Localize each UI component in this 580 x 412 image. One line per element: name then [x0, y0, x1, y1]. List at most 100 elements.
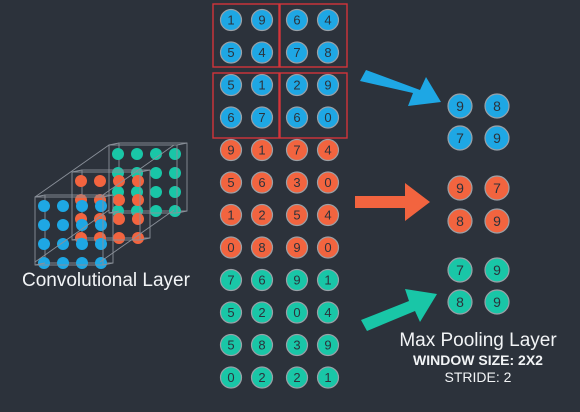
cube-dot [169, 148, 181, 160]
channel-1-cell-2-0-digit: 1 [227, 208, 234, 223]
cube-dot [131, 148, 143, 160]
cube-dot [38, 219, 50, 231]
channel-2-cell-2-2-digit: 3 [293, 338, 300, 353]
channel-1-cell-1-3-circle [316, 171, 340, 194]
channel-1-cell-3-1-circle [250, 236, 274, 259]
cube-outline-edge [99, 144, 175, 198]
pooled-1-0-1-circle [484, 175, 510, 201]
cube-dot [95, 238, 107, 250]
channel-0-cell-3-2-digit: 6 [293, 110, 300, 125]
arrow-blue [360, 70, 441, 106]
channel-0-cell-1-0-digit: 5 [227, 45, 234, 60]
cube-dot [150, 205, 162, 217]
channel-0-cell-0-3-digit: 4 [324, 13, 331, 28]
channel-0-cell-1-0-circle [219, 41, 243, 64]
channel-1-cell-0-2-digit: 7 [293, 143, 300, 158]
channel-2-cell-0-1-digit: 6 [258, 273, 265, 288]
channel-1-cell-0-3-digit: 4 [324, 143, 331, 158]
channel-2-cell-1-0-circle [219, 301, 243, 324]
cube-dot [113, 232, 125, 244]
channel-1-cell-0-0-digit: 9 [227, 143, 234, 158]
cube-depth-edge [139, 169, 151, 173]
channel-2-cell-2-1-digit: 8 [258, 338, 265, 353]
channel-2-cell-1-0-digit: 5 [227, 305, 234, 320]
cube-dot [57, 238, 69, 250]
pooled-1-1-1-circle [484, 208, 510, 234]
pooled-2-1-0-digit: 8 [456, 294, 464, 310]
cube-dot [57, 219, 69, 231]
channel-2-cell-2-0-digit: 5 [227, 338, 234, 353]
pooling-window-2 [212, 72, 280, 139]
channel-1-cell-2-1-circle [250, 203, 274, 227]
cube-dot [113, 213, 125, 225]
pooled-0-1-0-digit: 7 [456, 130, 464, 146]
pooled-0-0-1-circle [484, 93, 510, 119]
pooled-1-0-1-digit: 7 [493, 180, 501, 196]
channel-1-cell-0-3-circle [316, 138, 340, 162]
pooling-window-1 [279, 3, 348, 68]
channel-1-cell-1-0-circle [219, 171, 243, 194]
channel-0-cell-2-2-digit: 2 [293, 78, 300, 93]
pooled-1-1-0-digit: 8 [456, 213, 464, 229]
convolutional-cube [34, 142, 188, 269]
cube-dot [95, 257, 107, 269]
channel-1-cell-3-1-digit: 8 [258, 240, 265, 255]
channel-2-cell-2-1-circle [250, 333, 274, 357]
channel-2-cell-1-2-circle [285, 301, 309, 324]
cube-outline-edge [34, 144, 110, 198]
cube-dot [38, 238, 50, 250]
cube-dot [132, 194, 144, 206]
channel-2-cell-3-0-circle [219, 366, 243, 389]
channel-2-cell-3-3-digit: 1 [324, 370, 331, 385]
channel-1-cell-1-0-digit: 5 [227, 175, 234, 190]
pooled-2-0-1-digit: 9 [493, 262, 501, 278]
cube-dot [132, 213, 144, 225]
channel-0-cell-0-0-digit: 1 [227, 13, 234, 28]
channel-1-cell-3-0-digit: 0 [227, 240, 234, 255]
arrow-teal [361, 289, 437, 331]
channel-1-cell-1-2-circle [285, 171, 309, 194]
channel-2-cell-0-3-circle [316, 268, 340, 292]
cube-depth-edge [102, 194, 114, 198]
cube-dot [76, 200, 88, 212]
cube-dot [150, 167, 162, 179]
channel-0-cell-3-3-digit: 0 [324, 110, 331, 125]
cube-dot [76, 238, 88, 250]
channel-1-cell-2-2-circle [285, 203, 309, 227]
channel-1-cell-1-3-digit: 0 [324, 175, 331, 190]
channel-1-cell-1-1-digit: 6 [258, 175, 265, 190]
cube-dot [113, 194, 125, 206]
channel-1-cell-2-2-digit: 5 [293, 208, 300, 223]
cube-dot [95, 200, 107, 212]
channel-2-cell-3-2-digit: 2 [293, 370, 300, 385]
channel-1-cell-2-1-digit: 2 [258, 208, 265, 223]
channel-0-cell-3-3-circle [316, 106, 340, 129]
channel-0-cell-1-1-digit: 4 [258, 45, 265, 60]
pooled-1-0-0-circle [447, 175, 473, 201]
channel-2-cell-0-3-digit: 1 [324, 273, 331, 288]
window-size-label: WINDOW SIZE: 2X2 [413, 352, 543, 369]
channel-1-cell-0-2-circle [285, 138, 309, 162]
pooling-window-0 [212, 3, 280, 68]
cube-dot [95, 219, 107, 231]
arrows [355, 70, 441, 331]
pooling-windows [212, 3, 348, 139]
pooling-window-3 [279, 72, 348, 139]
channel-2-cell-2-3-circle [316, 333, 340, 357]
max-pooling-caption: Max Pooling Layer WINDOW SIZE: 2X2 STRID… [378, 330, 578, 385]
channel-2-cell-3-2-circle [285, 366, 309, 389]
channel-2-cell-2-2-circle [285, 333, 309, 357]
cube-depth-edge [108, 142, 120, 146]
cube-depth-edge [34, 194, 46, 198]
cube-dot [57, 200, 69, 212]
pooled-2-0-0-digit: 7 [456, 262, 464, 278]
channel-0-cell-0-0-circle [219, 8, 243, 32]
cube-dot [76, 219, 88, 231]
cube-depth-edge [176, 210, 188, 214]
channel-1-cell-0-1-digit: 1 [258, 143, 265, 158]
cube-depth-edge [34, 262, 46, 266]
channel-1-cell-3-3-circle [316, 236, 340, 259]
